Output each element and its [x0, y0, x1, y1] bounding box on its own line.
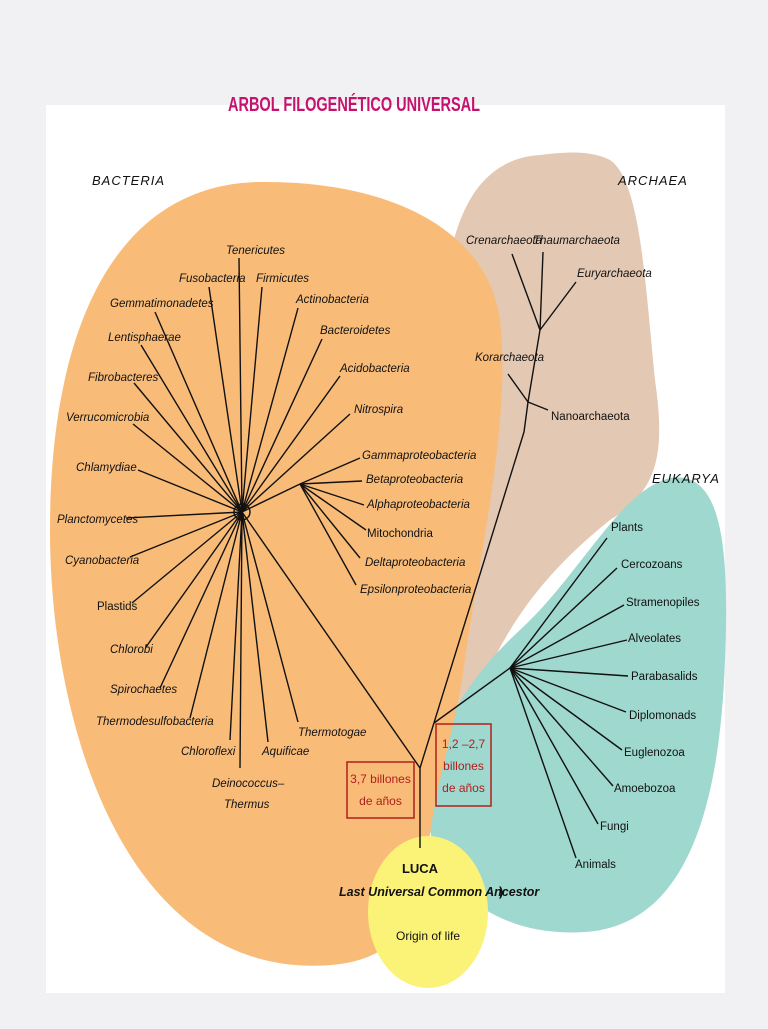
label-thermodesulfobacteria: Thermodesulfobacteria: [96, 716, 214, 728]
luca-name: LUCA: [402, 861, 439, 876]
tree-branches: [125, 251, 629, 859]
label-verrucomicrobia: Verrucomicrobia: [66, 412, 149, 424]
archaea-labels: Crenarchaeota Thaumarchaeota Euryarchaeo…: [466, 235, 652, 423]
label-bacteroidetes: Bacteroidetes: [320, 325, 391, 337]
eukarya-age-line1: 1,2 –2,7: [442, 737, 486, 751]
label-chlamydiae: Chlamydiae: [76, 462, 137, 474]
label-alveolates: Alveolates: [628, 633, 681, 645]
label-mitochondria: Mitochondria: [367, 528, 433, 540]
label-plants: Plants: [611, 522, 643, 534]
label-firmicutes: Firmicutes: [256, 273, 309, 285]
label-cercozoans: Cercozoans: [621, 559, 683, 571]
label-betaproteobacteria: Betaproteobacteria: [366, 474, 463, 486]
label-planctomycetes: Planctomycetes: [57, 514, 138, 526]
label-deinococcus-line1: Deinococcus–: [212, 778, 285, 790]
label-epsilonproteobacteria: Epsilonproteobacteria: [360, 584, 471, 596]
label-deinococcus-line2: Thermus: [224, 799, 270, 811]
luca-fullname-paren: ): [499, 885, 503, 899]
label-plastids: Plastids: [97, 601, 138, 613]
bacteria-age-line1: 3,7 billones: [350, 772, 411, 786]
label-stramenopiles: Stramenopiles: [626, 597, 700, 609]
archaea-domain-label: ARCHAEA: [617, 173, 688, 188]
label-parabasalids: Parabasalids: [631, 671, 698, 683]
label-nitrospira: Nitrospira: [354, 404, 403, 416]
eukarya-labels: Plants Cercozoans Stramenopiles Alveolat…: [575, 522, 700, 871]
label-gammaproteobacteria: Gammaproteobacteria: [362, 450, 476, 462]
label-fungi: Fungi: [600, 821, 629, 833]
label-lentisphaerae: Lentisphaerae: [108, 332, 181, 344]
label-fusobacteria: Fusobacteria: [179, 273, 245, 285]
label-thaumarchaeota: Thaumarchaeota: [533, 235, 620, 247]
label-alphaproteobacteria: Alphaproteobacteria: [366, 499, 470, 511]
bacteria-domain-label: BACTERIA: [92, 173, 165, 188]
label-chlorobi: Chlorobi: [110, 644, 153, 656]
luca-fullname: Last Universal Common Ancestor: [339, 885, 540, 899]
label-thermotogae: Thermotogae: [298, 727, 366, 739]
label-euglenozoa: Euglenozoa: [624, 747, 685, 759]
eukarya-age-box: 1,2 –2,7 billones de años: [435, 723, 492, 807]
label-spirochaetes: Spirochaetes: [110, 684, 177, 696]
eukarya-domain-label: EUKARYA: [652, 471, 720, 486]
luca-block: LUCA Last Universal Common Ancestor ) Or…: [339, 861, 540, 943]
luca-region: [368, 836, 488, 988]
label-gemmatimonadetes: Gemmatimonadetes: [110, 298, 214, 310]
eukarya-age-line3: de años: [442, 781, 485, 795]
label-aquificae: Aquificae: [261, 746, 309, 758]
label-actinobacteria: Actinobacteria: [295, 294, 369, 306]
label-cyanobacteria: Cyanobacteria: [65, 555, 139, 567]
label-euryarchaeota: Euryarchaeota: [577, 268, 652, 280]
label-tenericutes: Tenericutes: [226, 245, 285, 257]
label-deltaproteobacteria: Deltaproteobacteria: [365, 557, 465, 569]
bacteria-age-box: 3,7 billones de años: [346, 761, 415, 819]
bacteria-age-line2: de años: [359, 794, 402, 808]
label-acidobacteria: Acidobacteria: [339, 363, 410, 375]
eukarya-region: [428, 477, 727, 933]
label-korarchaeota: Korarchaeota: [475, 352, 544, 364]
label-amoebozoa: Amoebozoa: [614, 783, 676, 795]
page-title: ARBOL FILOGENÉTICO UNIVERSAL: [228, 93, 480, 116]
eukarya-age-line2: billones: [443, 759, 484, 773]
label-nanoarchaeota: Nanoarchaeota: [551, 411, 630, 423]
label-animals: Animals: [575, 859, 616, 871]
bacteria-labels: Tenericutes Fusobacteria Firmicutes Gemm…: [57, 245, 476, 811]
label-fibrobacteres: Fibrobacteres: [88, 372, 159, 384]
label-diplomonads: Diplomonads: [629, 710, 696, 722]
bacteria-region: [50, 181, 503, 966]
label-crenarchaeota: Crenarchaeota: [466, 235, 542, 247]
origin-of-life-label: Origin of life: [396, 929, 460, 943]
label-chloroflexi: Chloroflexi: [181, 746, 236, 758]
